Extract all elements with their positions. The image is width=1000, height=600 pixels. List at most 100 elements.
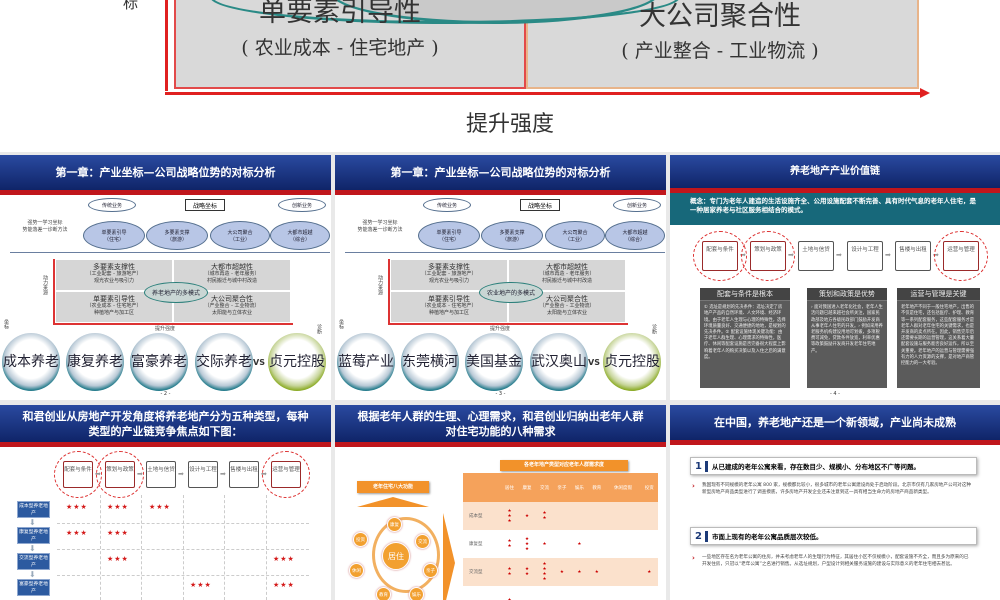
function-node: 休闲 [349, 563, 364, 578]
star-cell [553, 502, 571, 530]
mode-oval-sub: （住宅） [438, 236, 459, 243]
category-label: 交流型养老地产 [17, 553, 50, 570]
y-axis-fragment: 标 [123, 0, 139, 12]
target-company-circle[interactable]: 贞元控股 [603, 333, 661, 391]
mode-oval-sub: （旅游） [166, 236, 187, 243]
oval-traditional: 传统业务 [88, 198, 136, 212]
quadrant-desc: 观光农业与吸引力 [93, 278, 134, 284]
y-axis-line [53, 259, 55, 325]
company-circle[interactable]: 美国基金 [465, 333, 523, 391]
star-cell: ★★ [500, 558, 519, 586]
company-circle[interactable]: 交际养老 [195, 333, 253, 391]
table-row: 交流型★★★★★★★★★★★★ [463, 558, 658, 586]
x-axis-line [53, 323, 293, 325]
page-number: - 4 - [830, 391, 840, 397]
company-circle[interactable]: 富豪养老 [130, 333, 188, 391]
mode-oval-title: 大公司聚合 [227, 229, 253, 236]
slide-thumbnail-2[interactable]: 第一章：产业坐标—公司战略位势的对标分析传统业务创新业务战略坐标强势一学习坐标势… [0, 155, 331, 400]
target-company-circle[interactable]: 贞元控股 [268, 333, 326, 391]
star-rating: ★★★ [190, 581, 212, 589]
table-row: 康复型★★★★★★★ [463, 530, 658, 558]
star-cell [588, 502, 606, 530]
slide-title: 第一章：产业坐标—公司战略位势的对标分析 [335, 155, 666, 195]
slide-thumbnail-3[interactable]: 第一章：产业坐标—公司战略位势的对标分析传统业务创新业务战略坐标强势一学习坐标势… [335, 155, 666, 400]
mode-oval-sub: （住宅） [103, 236, 124, 243]
point-number: 1 [695, 460, 708, 472]
panel-body: › 面对我国进入老年化社会，老年人生活问题已越来越社会所关注，国家民政部及地方各… [811, 305, 883, 354]
star-cell: ★ [507, 597, 512, 600]
row-label: 成本型 [463, 502, 501, 530]
star-rating: ★★★ [66, 503, 88, 511]
point-paragraph: 一些地区存在名为老年公寓的住房，并未考虑老年人的生理行为特征，其居住小区不仅规模… [692, 555, 972, 568]
function-node: 康复 [387, 517, 402, 532]
mode-oval-title: 单要素引导 [436, 229, 462, 236]
arrow-right-icon: ➡ [178, 469, 184, 478]
star-rating: ★★★ [107, 555, 129, 563]
mode-oval: 多要素支撑（旅游） [481, 221, 543, 250]
row-label: 康复型 [469, 542, 483, 547]
quad-right-sub: ( 产业整合 - 工业物流 ) [621, 40, 819, 62]
panel-heading: 配套与条件是根本 [700, 288, 790, 302]
center-function: 居住 [382, 542, 410, 570]
quadrant-title: 大公司聚合性 [211, 295, 253, 303]
arrow-right-icon: ➡ [137, 469, 143, 478]
quadrant-title: 单要素引导性 [428, 295, 470, 303]
highlight-circle [96, 451, 144, 498]
center-oval: 农业地产的多模式 [479, 282, 543, 303]
point-heading: 从已建成的老年公寓来看，存在数目少、规模小、分布地区不广等问题。 [711, 463, 920, 471]
company-circle[interactable]: 康复养老 [66, 333, 124, 391]
slide-thumbnail-6[interactable]: 根据老年人群的生理、心理需求，和君创业归纳出老年人群对住宅功能的八种需求各老年地… [335, 405, 666, 600]
info-panel: 策划和政策是优势› 面对我国进入老年化社会，老年人生活问题已越来越社会所关注，国… [807, 288, 887, 388]
quadrant-title: 大都市超越性 [546, 263, 588, 271]
star-cell: ★ [577, 541, 582, 547]
big-arrow-icon [443, 513, 455, 600]
company-circle[interactable]: 成本养老 [2, 333, 60, 391]
arrow-right-icon: ➡ [220, 469, 226, 478]
slide-title: 和君创业从房地产开发角度将养老地产分为五种类型，每种类型的产业链竞争焦点如下图： [0, 405, 331, 447]
x-axis-line [165, 92, 925, 95]
mode-oval-title: 多要素支撑 [499, 229, 525, 236]
slide-thumbnail-5[interactable]: 和君创业从房地产开发角度将养老地产分为五种类型，每种类型的产业链竞争焦点如下图：… [0, 405, 331, 600]
company-circle[interactable]: 蓝莓产业 [337, 333, 395, 391]
quadrant-title: 多要素支撑性 [428, 263, 470, 271]
x-axis-line [388, 323, 628, 325]
quadrant-desc: 村民搬迁与城中村改造 [206, 278, 257, 284]
oval-innovative: 创新业务 [278, 198, 326, 212]
quadrant-sub: （农业成本 - 住宅地产） [421, 303, 477, 309]
function-node: 亲子 [423, 563, 438, 578]
star-cell [640, 530, 658, 558]
point-heading: 市面上现有的老年公寓品质层次较低。 [711, 533, 823, 541]
company-circle[interactable]: 东莞横河 [401, 333, 459, 391]
page-number: - 3 - [495, 391, 506, 397]
star-cell: ★★ [518, 558, 536, 586]
company-circle[interactable]: 武汉奥山 [530, 333, 588, 391]
mode-oval-title: 多要素支撑 [164, 229, 190, 236]
star-cell: ★ [542, 541, 547, 547]
diag-label: 诊断 [651, 324, 657, 334]
slide-thumbnail-4[interactable]: 养老地产产业价值链概念：专门为老年人建造的生活设施齐全、公用设施配套不断完善、具… [670, 155, 1000, 400]
quadrant-sub: （城市再造 - 老年服务） [204, 271, 260, 277]
column-header: 交流 [535, 473, 554, 502]
x-axis-arrow-icon [920, 88, 930, 98]
quad-right-title: 大公司聚合性 [639, 1, 801, 32]
oval-traditional: 传统业务 [423, 198, 471, 212]
function-title: 老年住宅八大功能 [357, 481, 429, 493]
quadrant-sub: （产业整合 - 工业物流） [539, 303, 595, 309]
mode-oval-sub: （综合） [624, 236, 645, 243]
current-slide-partial: 标 单要素引导性 ( 农业成本 - 住宅地产 ) 大公司聚合性 ( 产业整合 -… [0, 0, 1000, 152]
quadrant-desc: 种植地产与加工区 [428, 310, 469, 316]
y-axis-label: 动力来源 [42, 275, 48, 295]
value-chain-step: 设计与工程 [847, 241, 883, 271]
header-blank [463, 473, 501, 502]
star-cell [606, 530, 641, 558]
column-divider [100, 495, 101, 600]
star-cell: ★★ [535, 502, 554, 530]
mode-oval: 单要素引导（住宅） [418, 221, 480, 250]
mode-oval-sub: （工业） [564, 236, 585, 243]
info-panel: 运营与管理是关键老年地产不同于一般住宅地产，出售的不仅是住宅，还包括医疗、护理、… [897, 288, 980, 388]
x-axis-label: 提升强度 [465, 112, 554, 137]
star-rating: ★★★ [149, 503, 171, 511]
